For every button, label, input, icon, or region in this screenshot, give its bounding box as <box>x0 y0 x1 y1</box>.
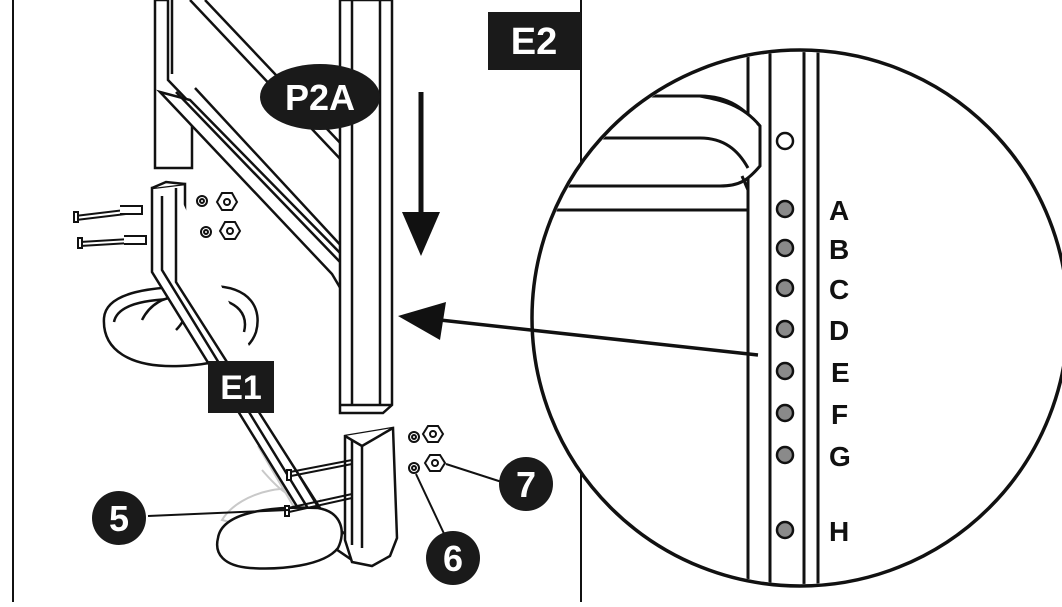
hole-e <box>775 361 795 381</box>
down-arrow-icon <box>402 92 440 256</box>
callout-7-text: 7 <box>516 464 536 505</box>
hole-letter-g: G <box>829 441 851 472</box>
leg-socket-bracket <box>343 426 399 568</box>
callout-5-text: 5 <box>109 498 129 539</box>
hole-letter-e: E <box>831 357 850 388</box>
label-e2: E2 <box>488 12 581 70</box>
hole-b <box>775 238 795 258</box>
hole-letter-b: B <box>829 234 849 265</box>
vertical-post <box>338 0 394 415</box>
hole-c <box>775 278 795 298</box>
hole-letter-h: H <box>829 516 849 547</box>
hole-letters: A B C D E F G H <box>829 195 851 547</box>
upper-frame-p2a <box>153 0 347 301</box>
label-e1: E1 <box>208 361 274 413</box>
washers-nuts-lower <box>408 425 447 474</box>
hole-letter-c: C <box>829 274 849 305</box>
foot-pad-lower <box>215 506 343 570</box>
adjustment-holes <box>775 131 795 540</box>
callout-leaders <box>147 463 509 541</box>
bolts-upper <box>73 205 147 249</box>
label-p2a: P2A <box>260 64 380 130</box>
callout-6: 6 <box>426 531 480 585</box>
callout-6-text: 6 <box>443 538 463 579</box>
hole-g <box>775 445 795 465</box>
callout-7: 7 <box>499 457 553 511</box>
hole-letter-a: A <box>829 195 849 226</box>
hole-letter-f: F <box>831 399 848 430</box>
label-p2a-text: P2A <box>285 77 355 118</box>
callout-5: 5 <box>92 491 146 545</box>
hole-a <box>775 199 795 219</box>
bolts-lower <box>284 459 353 517</box>
magnified-detail <box>398 48 1062 588</box>
label-e1-text: E1 <box>220 369 262 407</box>
washers-nuts-upper <box>196 192 242 240</box>
hole-letter-d: D <box>829 315 849 346</box>
hole-h <box>775 520 795 540</box>
hole-top-open <box>775 131 795 151</box>
hole-f <box>775 403 795 423</box>
label-e2-text: E2 <box>511 21 557 63</box>
hole-d <box>775 319 795 339</box>
